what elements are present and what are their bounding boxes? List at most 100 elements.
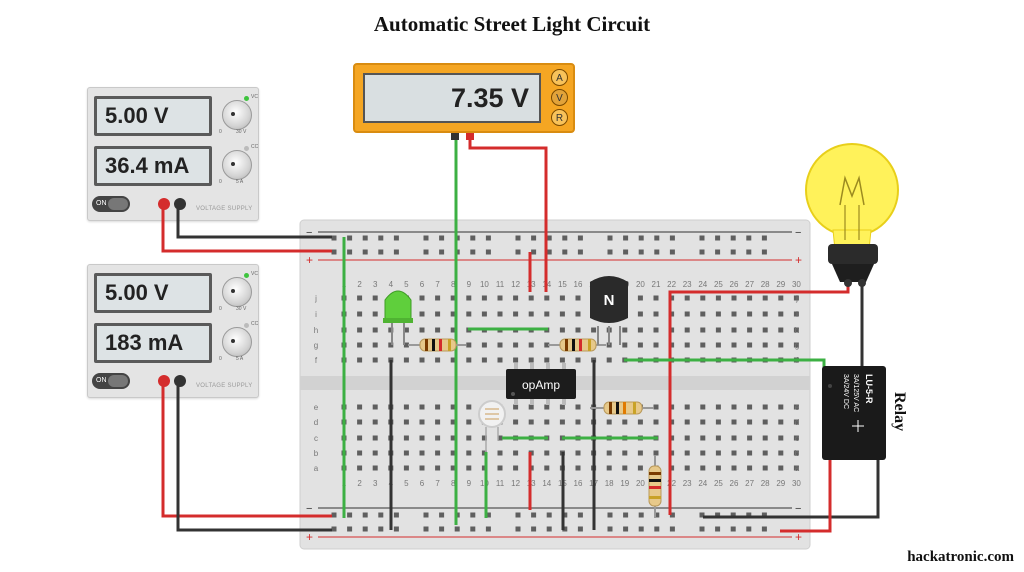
- breadboard-hole[interactable]: [454, 526, 460, 532]
- breadboard-hole[interactable]: [435, 465, 441, 471]
- breadboard-hole[interactable]: [778, 327, 784, 333]
- breadboard-hole[interactable]: [439, 235, 445, 241]
- breadboard-hole[interactable]: [575, 419, 581, 425]
- breadboard-hole[interactable]: [700, 311, 706, 317]
- breadboard-hole[interactable]: [393, 526, 399, 532]
- breadboard-hole[interactable]: [450, 357, 456, 363]
- breadboard-hole[interactable]: [623, 235, 629, 241]
- breadboard-hole[interactable]: [515, 526, 521, 532]
- breadboard-hole[interactable]: [403, 404, 409, 410]
- breadboard-hole[interactable]: [669, 235, 675, 241]
- breadboard-hole[interactable]: [544, 465, 550, 471]
- breadboard-hole[interactable]: [622, 327, 628, 333]
- breadboard-hole[interactable]: [575, 357, 581, 363]
- breadboard-hole[interactable]: [793, 435, 799, 441]
- breadboard-hole[interactable]: [466, 404, 472, 410]
- breadboard-hole[interactable]: [497, 311, 503, 317]
- breadboard-hole[interactable]: [669, 419, 675, 425]
- breadboard-hole[interactable]: [419, 419, 425, 425]
- breadboard-hole[interactable]: [575, 404, 581, 410]
- breadboard-hole[interactable]: [450, 450, 456, 456]
- breadboard-hole[interactable]: [347, 526, 353, 532]
- breadboard-hole[interactable]: [388, 342, 394, 348]
- breadboard-hole[interactable]: [637, 311, 643, 317]
- breadboard-hole[interactable]: [699, 526, 705, 532]
- breadboard-hole[interactable]: [362, 526, 368, 532]
- breadboard-hole[interactable]: [378, 249, 384, 255]
- breadboard-hole[interactable]: [372, 465, 378, 471]
- breadboard-hole[interactable]: [715, 311, 721, 317]
- breadboard-hole[interactable]: [481, 311, 487, 317]
- breadboard-hole[interactable]: [528, 342, 534, 348]
- breadboard-hole[interactable]: [715, 526, 721, 532]
- power-switch[interactable]: ON: [92, 196, 130, 212]
- breadboard-hole[interactable]: [730, 526, 736, 532]
- breadboard-hole[interactable]: [393, 249, 399, 255]
- breadboard-hole[interactable]: [746, 249, 752, 255]
- breadboard-hole[interactable]: [466, 342, 472, 348]
- breadboard-hole[interactable]: [637, 465, 643, 471]
- current-knob[interactable]: [222, 327, 252, 357]
- breadboard-hole[interactable]: [403, 357, 409, 363]
- breadboard-hole[interactable]: [559, 327, 565, 333]
- breadboard-hole[interactable]: [669, 465, 675, 471]
- breadboard-hole[interactable]: [546, 235, 552, 241]
- breadboard-hole[interactable]: [466, 465, 472, 471]
- breadboard-hole[interactable]: [762, 327, 768, 333]
- breadboard-hole[interactable]: [715, 512, 721, 518]
- breadboard-hole[interactable]: [700, 465, 706, 471]
- breadboard-hole[interactable]: [378, 512, 384, 518]
- breadboard-hole[interactable]: [528, 357, 534, 363]
- breadboard-hole[interactable]: [731, 450, 737, 456]
- breadboard-hole[interactable]: [654, 526, 660, 532]
- breadboard-hole[interactable]: [423, 512, 429, 518]
- breadboard-hole[interactable]: [669, 404, 675, 410]
- breadboard-hole[interactable]: [362, 235, 368, 241]
- breadboard-hole[interactable]: [362, 249, 368, 255]
- breadboard-hole[interactable]: [684, 327, 690, 333]
- breadboard-hole[interactable]: [607, 526, 613, 532]
- breadboard-hole[interactable]: [531, 526, 537, 532]
- breadboard-hole[interactable]: [607, 235, 613, 241]
- breadboard-hole[interactable]: [331, 526, 337, 532]
- breadboard-hole[interactable]: [515, 249, 521, 255]
- breadboard-hole[interactable]: [778, 450, 784, 456]
- breadboard-hole[interactable]: [466, 435, 472, 441]
- negative-terminal[interactable]: [174, 375, 186, 387]
- breadboard-hole[interactable]: [485, 526, 491, 532]
- breadboard-hole[interactable]: [793, 342, 799, 348]
- breadboard-hole[interactable]: [700, 435, 706, 441]
- breadboard-hole[interactable]: [699, 249, 705, 255]
- breadboard-hole[interactable]: [762, 465, 768, 471]
- breadboard-hole[interactable]: [435, 450, 441, 456]
- positive-terminal[interactable]: [158, 198, 170, 210]
- breadboard-hole[interactable]: [731, 295, 737, 301]
- mode-ohmmeter-button[interactable]: R: [551, 109, 568, 126]
- breadboard-hole[interactable]: [669, 450, 675, 456]
- breadboard-hole[interactable]: [450, 311, 456, 317]
- breadboard-hole[interactable]: [419, 327, 425, 333]
- breadboard-hole[interactable]: [762, 311, 768, 317]
- breadboard-hole[interactable]: [450, 295, 456, 301]
- breadboard-hole[interactable]: [669, 512, 675, 518]
- breadboard-hole[interactable]: [497, 465, 503, 471]
- breadboard-hole[interactable]: [637, 327, 643, 333]
- breadboard-hole[interactable]: [466, 357, 472, 363]
- breadboard-hole[interactable]: [372, 419, 378, 425]
- breadboard-hole[interactable]: [372, 311, 378, 317]
- breadboard-hole[interactable]: [654, 249, 660, 255]
- breadboard-hole[interactable]: [544, 404, 550, 410]
- breadboard-hole[interactable]: [575, 450, 581, 456]
- breadboard-hole[interactable]: [747, 311, 753, 317]
- breadboard-hole[interactable]: [715, 235, 721, 241]
- breadboard-hole[interactable]: [575, 465, 581, 471]
- breadboard-hole[interactable]: [531, 235, 537, 241]
- mode-voltmeter-button[interactable]: V: [551, 89, 568, 106]
- breadboard-hole[interactable]: [403, 327, 409, 333]
- breadboard-hole[interactable]: [747, 450, 753, 456]
- breadboard-hole[interactable]: [481, 342, 487, 348]
- breadboard-hole[interactable]: [497, 342, 503, 348]
- breadboard-hole[interactable]: [684, 404, 690, 410]
- breadboard-hole[interactable]: [684, 295, 690, 301]
- breadboard-hole[interactable]: [669, 342, 675, 348]
